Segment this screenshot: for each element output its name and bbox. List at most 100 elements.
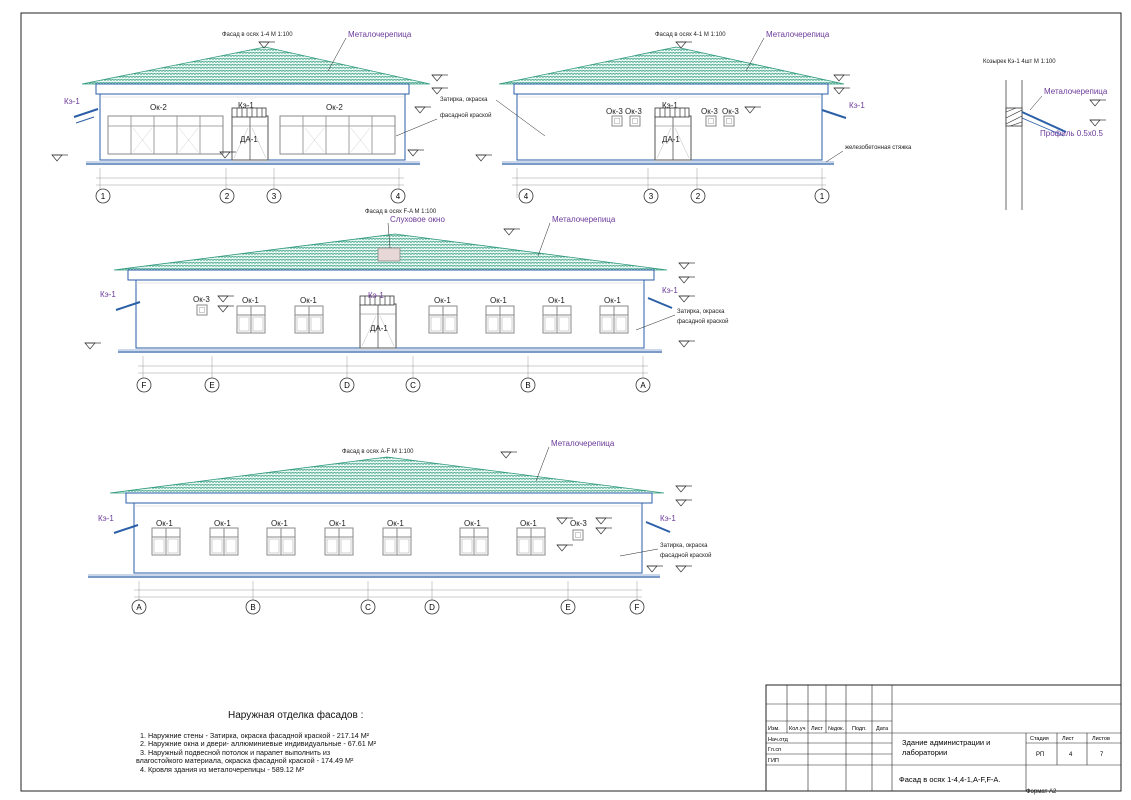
finish-label: Затирка, окраска: [677, 309, 725, 315]
window-label: Ок-1: [271, 519, 288, 528]
window-label: Ок-1: [156, 519, 173, 528]
window-label: Ок-1: [434, 296, 451, 305]
axis-mark: 3: [649, 192, 654, 201]
finishing-notes: Наружная отделка фасадов : 1. Наружние с…: [136, 710, 520, 775]
finish-label: Затирка, окраска: [440, 97, 488, 103]
detail-title: Козырек Кэ-1 4шт М 1:100: [983, 59, 1056, 65]
facade-view-F-A: Фасад в осях F-A М 1:100 Ок-3 Ок-1 Ок-1 …: [84, 209, 728, 393]
note-item: 1. Наружние стены - Затирка, окраска фас…: [140, 730, 370, 740]
facade-view-4-1: Фасад в осях 4-1 М 1:100 Ок-3 Ок-3 Ок-3 …: [475, 30, 912, 204]
canopy-label: Кэ-1: [849, 101, 865, 110]
window-label: Ок-1: [214, 519, 231, 528]
canopy-label: Кэ-1: [368, 291, 384, 300]
window-label: Ок-2: [326, 103, 343, 112]
facade-view-A-F: Фасад в осях A-F М 1:100 Ок-1 Ок-1 Ок-1 …: [88, 439, 711, 615]
finish-label: фасадной краской: [440, 112, 491, 119]
axis-mark: C: [410, 381, 416, 390]
note-item: влагостойкого материала, окраска фасадно…: [136, 756, 354, 766]
view-title: Фасад в осях A-F М 1:100: [342, 449, 414, 455]
window-label: Ок-1: [300, 296, 317, 305]
axis-mark: A: [136, 603, 142, 612]
roof-label: Металочерепица: [1044, 87, 1108, 96]
window-label: Ок-3: [625, 107, 642, 116]
facade-view-1-4: Фасад в осях 1-4 М 1:100 Ок-2 Ок-2 Кэ-1 …: [51, 30, 491, 204]
axis-mark: 3: [272, 192, 277, 201]
axis-mark: 4: [524, 192, 529, 201]
tb-header: Дата: [876, 726, 889, 732]
window-label: Ок-1: [604, 296, 621, 305]
profile-label: Профиль 0.5х0.5: [1040, 129, 1104, 138]
canopy-label: Кэ-1: [100, 290, 116, 299]
roof-label: Металочерепица: [552, 215, 616, 224]
finish-label: фасадной краской: [677, 318, 728, 325]
tb-header: №док.: [828, 726, 845, 732]
axis-mark: B: [250, 603, 255, 612]
window-label: Ок-1: [329, 519, 346, 528]
window-label: Ок-3: [722, 107, 739, 116]
notes-title: Наружная отделка фасадов :: [228, 710, 364, 721]
axis-mark: 1: [101, 192, 106, 201]
window-label: Ок-3: [606, 107, 623, 116]
axis-mark: 1: [820, 192, 825, 201]
view-title: Фасад в осях 1-4 М 1:100: [222, 32, 293, 38]
tb-header: Подп.: [852, 726, 867, 732]
roof-label: Металочерепица: [551, 439, 615, 448]
axis-mark: D: [429, 603, 435, 612]
axis-mark: E: [565, 603, 570, 612]
window-label: Ок-1: [242, 296, 259, 305]
axis-mark: 2: [225, 192, 230, 201]
axis-mark: E: [209, 381, 214, 390]
axis-mark: F: [635, 603, 640, 612]
axis-mark: 4: [396, 192, 401, 201]
roof-label: Металочерепица: [348, 30, 412, 39]
canopy-label: Кэ-1: [238, 101, 254, 110]
axis-mark: D: [344, 381, 350, 390]
door-label: ДА-1: [662, 135, 680, 144]
window-label: Ок-1: [464, 519, 481, 528]
tb-header: Кол.уч: [789, 726, 806, 732]
window-label: Ок-1: [520, 519, 537, 528]
axis-mark: C: [365, 603, 371, 612]
tb-role: Гл.сп: [768, 747, 781, 753]
note-item: 2. Наружние окна и двери- аллюминиевые и…: [140, 739, 377, 749]
title-block: Изм. Кол.уч Лист №док. Подп. Дата Нач.от…: [765, 684, 1122, 792]
door-label: ДА-1: [370, 324, 388, 333]
note-item: 4. Кровля здания из металочерепицы - 589…: [140, 764, 305, 774]
axis-mark: F: [142, 381, 147, 390]
stage-header: Стадия: [1030, 736, 1049, 742]
window-label: Ок-1: [490, 296, 507, 305]
canopy-label: Кэ-1: [662, 286, 678, 295]
roof-label: Металочерепица: [766, 30, 830, 39]
window-label: Ок-1: [548, 296, 565, 305]
sheet-title: Фасад в осях 1-4,4-1,А-F,F-A.: [899, 775, 1000, 784]
window-label: Ок-2: [150, 103, 167, 112]
sheet-value: 4: [1069, 752, 1073, 758]
door-label: ДА-1: [240, 135, 258, 144]
project-name: Здание администрации и: [902, 738, 990, 747]
canopy-label: Кэ-1: [64, 97, 80, 106]
canopy-label: Кэ-1: [98, 514, 114, 523]
stage-value: РП: [1036, 752, 1044, 758]
finish-label: фасадной краской: [660, 552, 711, 559]
note-item: 3. Наружный подвесной потолок и парапет …: [140, 747, 331, 757]
tb-role: Нач.отд: [768, 737, 789, 743]
view-title: Фасад в осях 4-1 М 1:100: [655, 32, 726, 38]
axis-mark: 2: [696, 192, 701, 201]
canopy-detail: Козырек Кэ-1 4шт М 1:100 Металочерепица …: [983, 59, 1108, 210]
window-label: Ок-1: [387, 519, 404, 528]
axis-mark: A: [640, 381, 646, 390]
sheets-header: Листов: [1092, 736, 1110, 742]
axis-mark: B: [525, 381, 530, 390]
canopy-label: Кэ-1: [660, 514, 676, 523]
slab-label: железобетонная стяжка: [845, 145, 912, 151]
window-label: Ок-3: [570, 519, 587, 528]
sheet-header: Лист: [1062, 736, 1074, 742]
canopy-label: Кэ-1: [662, 101, 678, 110]
sheets-value: 7: [1100, 752, 1104, 758]
window-label: Ок-3: [701, 107, 718, 116]
dormer-label: Слуховое окно: [390, 215, 445, 224]
finish-label: Затирка, окраска: [660, 543, 708, 549]
tb-header: Лист: [811, 726, 823, 732]
project-name: лаборатории: [902, 748, 947, 757]
